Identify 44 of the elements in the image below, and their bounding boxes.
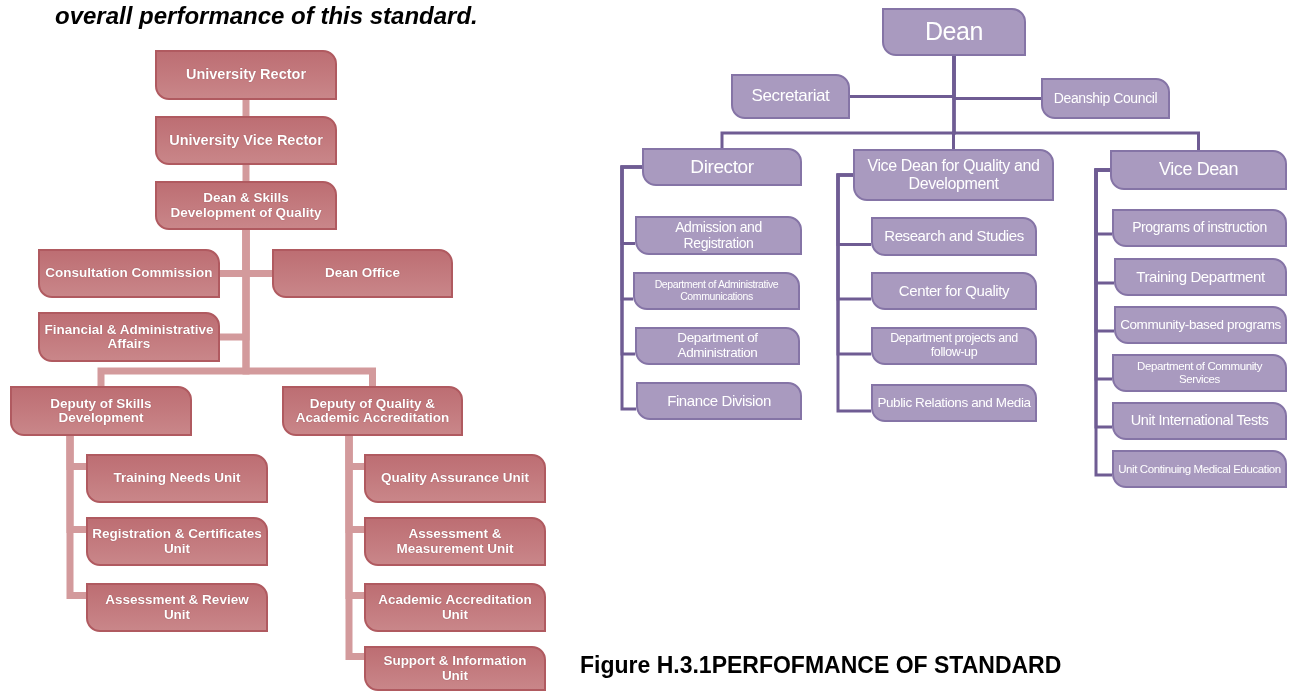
org-box: University Rector [155, 50, 337, 100]
org-box: Department projects and follow-up [871, 327, 1037, 365]
org-box: Finance Division [636, 382, 802, 420]
org-box: Secretariat [731, 74, 850, 119]
org-box: Deputy of Skills Development [10, 386, 192, 436]
org-box: Consultation Commission [38, 249, 220, 298]
org-box: Vice Dean for Quality and Development [853, 149, 1054, 201]
org-box: Community-based programs [1114, 306, 1287, 344]
org-box: Quality Assurance Unit [364, 454, 546, 503]
org-box: Academic Accreditation Unit [364, 583, 546, 632]
org-box: Public Relations and Media [871, 384, 1037, 422]
connector-line [836, 173, 871, 413]
org-box: Programs of instruction [1112, 209, 1287, 247]
org-box: University Vice Rector [155, 116, 337, 165]
org-box: Unit International Tests [1112, 402, 1287, 440]
org-box: Dean & Skills Development of Quality [155, 181, 337, 230]
connector-line [66, 436, 86, 599]
org-box: Admission and Registration [635, 216, 802, 255]
org-box: Deputy of Quality & Academic Accreditation [282, 386, 463, 436]
connector-line [345, 436, 364, 660]
org-box: Assessment & Measurement Unit [364, 517, 546, 566]
org-box: Registration & Certificates Unit [86, 517, 268, 566]
figure-caption: Figure H.3.1PERFOFMANCE OF STANDARD [580, 652, 1062, 679]
org-box: Training Needs Unit [86, 454, 268, 503]
org-box: Director [642, 148, 802, 186]
heading-text: overall performance of this standard. [55, 2, 478, 30]
org-box: Assessment & Review Unit [86, 583, 268, 632]
org-box: Deanship Council [1041, 78, 1170, 119]
org-box: Center for Quality [871, 272, 1037, 310]
org-box: Dean [882, 8, 1026, 56]
org-box: Research and Studies [871, 217, 1037, 256]
org-box: Training Department [1114, 258, 1287, 296]
connector-line [620, 165, 642, 411]
connector-line [1094, 168, 1112, 477]
connector-line [242, 165, 250, 181]
org-box: Department of Community Services [1112, 354, 1287, 392]
org-box: Dean Office [272, 249, 453, 298]
org-box: Support & Information Unit [364, 646, 546, 691]
org-box: Department of Administrative Communications [633, 272, 800, 310]
org-box: Financial & Administrative Affairs [38, 312, 220, 362]
connector-line [242, 100, 250, 116]
org-box: Vice Dean [1110, 150, 1287, 190]
org-box: Unit Continuing Medical Education [1112, 450, 1287, 488]
org-box: Department of Administration [635, 327, 800, 365]
